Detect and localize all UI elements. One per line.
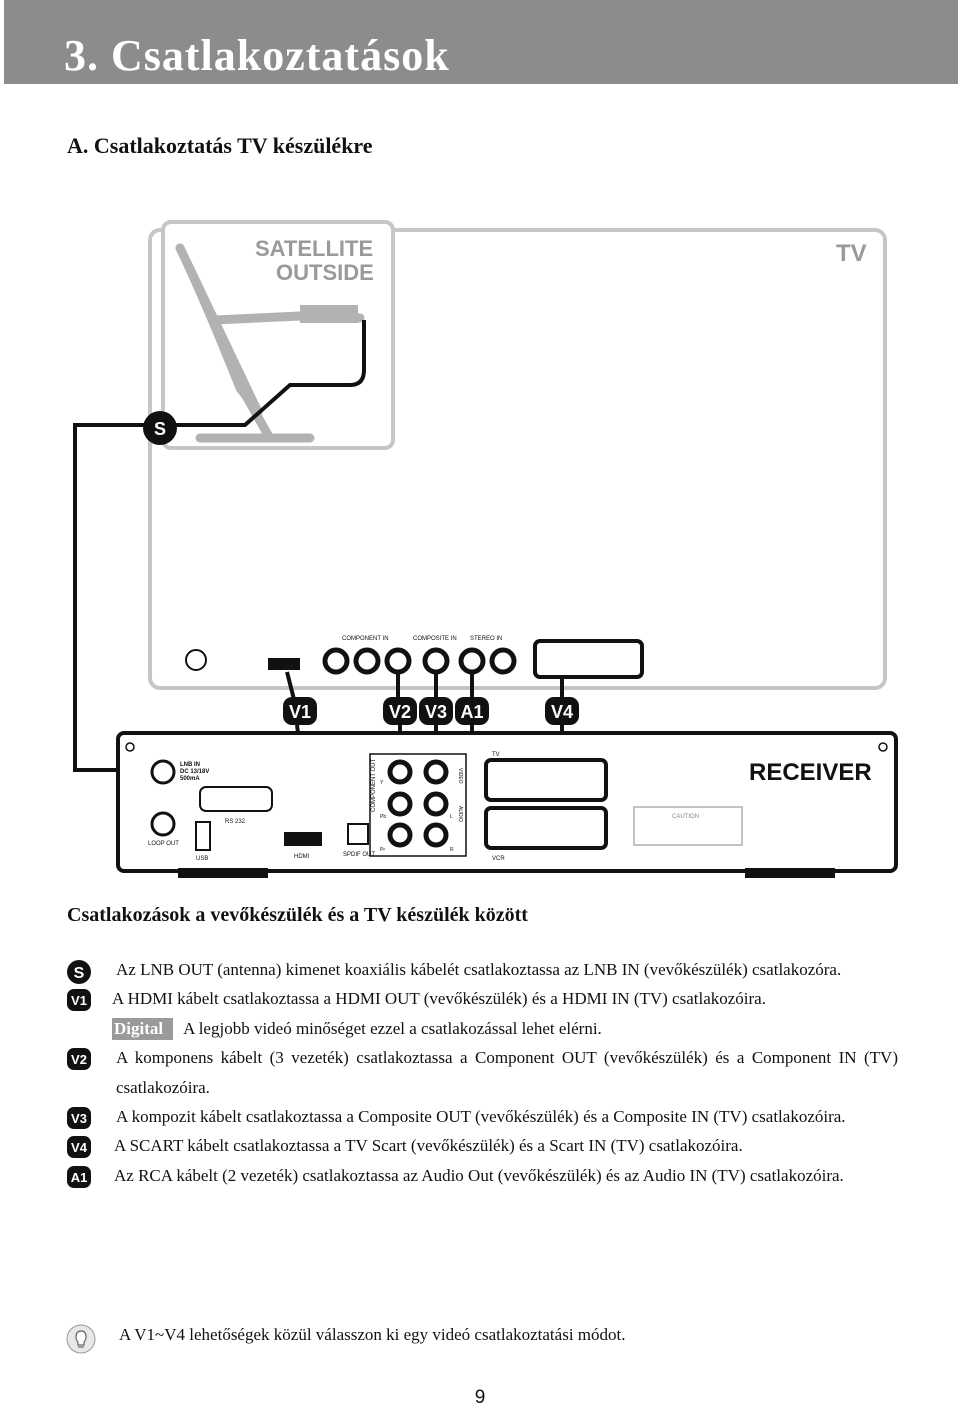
svg-text:TV: TV <box>492 752 500 758</box>
tip-text: A V1~V4 lehetőségek közül válasszon ki e… <box>119 1325 626 1344</box>
svg-text:V3: V3 <box>425 702 447 722</box>
svg-text:S: S <box>74 965 85 982</box>
svg-text:LOOP OUT: LOOP OUT <box>148 841 179 847</box>
svg-text:HDMI: HDMI <box>294 854 310 860</box>
svg-text:VCR: VCR <box>492 856 505 862</box>
item-text: Az RCA kábelt (2 vezeték) csatlakoztassa… <box>114 1165 844 1185</box>
svg-text:V4: V4 <box>71 1140 88 1155</box>
digital-note: Digital A legjobb videó minőséget ezzel a… <box>66 1014 898 1043</box>
satellite-box <box>161 220 395 450</box>
v3-badge-icon: V3 <box>67 1107 91 1130</box>
list-item: A1 Az RCA kábelt (2 vezeték) csatlakozta… <box>66 1161 898 1190</box>
item-text: Az LNB OUT (antenna) kimenet koaxiális k… <box>116 960 842 979</box>
svg-text:CAUTION: CAUTION <box>672 814 699 820</box>
tv-scart-port-icon <box>533 639 644 679</box>
v1-badge-icon: V1 <box>67 989 91 1012</box>
svg-text:USB: USB <box>196 856 208 862</box>
list-item: V3 A kompozit kábelt csatlakoztassa a Co… <box>66 1102 898 1131</box>
connection-list: S Az LNB OUT (antenna) kimenet koaxiális… <box>66 955 898 1190</box>
a1-badge-icon: A1 <box>67 1165 91 1188</box>
list-item: V2 A komponens kábelt (3 vezeték) csatla… <box>66 1043 898 1102</box>
receiver-label: RECEIVER <box>749 759 872 786</box>
section-title: A. Csatlakoztatás TV készülékre <box>67 133 373 158</box>
satellite-dish-icon <box>175 243 365 443</box>
header-bar <box>4 0 958 84</box>
svg-text:COMPONENT OUT: COMPONENT OUT <box>371 758 377 812</box>
svg-text:STEREO IN: STEREO IN <box>470 636 502 642</box>
receiver-back-panel: RECEIVER LNB IN DC 13/18V 500mA LOOP OUT… <box>116 731 898 878</box>
s-badge-icon: S <box>67 960 91 984</box>
s-badge-icon <box>143 411 177 445</box>
tv-scart-out-icon <box>484 758 608 802</box>
caution-label-icon <box>633 806 743 846</box>
svg-text:V3: V3 <box>71 1111 87 1126</box>
usb-port-icon <box>195 821 211 851</box>
svg-text:AUDIO: AUDIO <box>457 806 463 822</box>
svg-text:A1: A1 <box>71 1170 88 1185</box>
page-title: 3. Csatlakoztatások <box>64 31 450 80</box>
svg-text:Pb: Pb <box>380 814 386 820</box>
list-item: V1 A HDMI kábelt csatlakoztassa a HDMI O… <box>66 984 898 1013</box>
connection-diagram: TV SATELLITE OUTSIDE S COMPONENT IN COMP… <box>73 220 898 878</box>
loop-out-port-icon <box>150 811 176 837</box>
svg-text:V2: V2 <box>71 1052 87 1067</box>
svg-text:V1: V1 <box>71 993 87 1008</box>
svg-text:Pr: Pr <box>380 847 385 853</box>
svg-text:V4: V4 <box>551 702 573 722</box>
satellite-label-1: SATELLITE <box>255 236 373 261</box>
svg-text:Y: Y <box>380 780 384 786</box>
tv-component-ports-icon <box>322 647 517 675</box>
svg-text:SPDIF OUT: SPDIF OUT <box>343 852 375 858</box>
hdmi-port-icon <box>284 832 322 846</box>
svg-text:LNB IN: LNB IN <box>180 762 200 768</box>
svg-text:A1: A1 <box>460 702 483 722</box>
tv-label: TV <box>836 240 867 267</box>
coax-cable <box>73 320 366 772</box>
digital-text: A legjobb videó minőséget ezzel a csatla… <box>183 1018 602 1038</box>
svg-text:500mA: 500mA <box>180 776 200 782</box>
list-item: V4 A SCART kábelt csatlakoztassa a TV Sc… <box>66 1131 898 1160</box>
satellite-label-2: OUTSIDE <box>276 260 374 285</box>
rca-ports-icon <box>387 759 449 848</box>
page-number: 9 <box>474 1387 486 1408</box>
v2-badge-icon: V2 <box>67 1048 91 1071</box>
svg-text:S: S <box>154 419 166 439</box>
svg-text:V1: V1 <box>289 702 311 722</box>
svg-text:L: L <box>450 814 453 820</box>
lnb-in-port-icon <box>150 759 176 785</box>
tv-hdmi-port-icon <box>268 658 300 670</box>
item-text: A HDMI kábelt csatlakoztassa a HDMI OUT … <box>112 989 766 1009</box>
tv-lnb-port-icon <box>185 649 207 671</box>
list-item: S Az LNB OUT (antenna) kimenet koaxiális… <box>66 955 898 984</box>
svg-text:COMPOSITE IN: COMPOSITE IN <box>413 636 457 642</box>
svg-text:R: R <box>450 847 454 853</box>
v4-badge-icon: V4 <box>67 1136 91 1159</box>
lightbulb-icon <box>66 1324 96 1354</box>
vcr-scart-icon <box>484 806 608 850</box>
spdif-port-icon <box>347 823 369 845</box>
subsection-title: Csatlakozások a vevőkészülék és a TV kés… <box>67 904 528 926</box>
item-text: A SCART kábelt csatlakoztassa a TV Scart… <box>114 1136 743 1156</box>
svg-text:V2: V2 <box>389 702 411 722</box>
svg-text:DC 13/18V: DC 13/18V <box>180 769 209 775</box>
svg-text:VIDEO: VIDEO <box>457 768 463 784</box>
connection-badges: V1 V2 V3 A1 V4 <box>283 697 579 725</box>
rs232-port-icon <box>199 786 273 812</box>
digital-tag: Digital <box>112 1017 174 1040</box>
svg-text:RS 232: RS 232 <box>225 819 246 825</box>
svg-text:COMPONENT IN: COMPONENT IN <box>342 636 389 642</box>
item-text: A komponens kábelt (3 vezeték) csatlakoz… <box>116 1048 898 1097</box>
item-text: A kompozit kábelt csatlakoztassa a Compo… <box>116 1107 846 1127</box>
